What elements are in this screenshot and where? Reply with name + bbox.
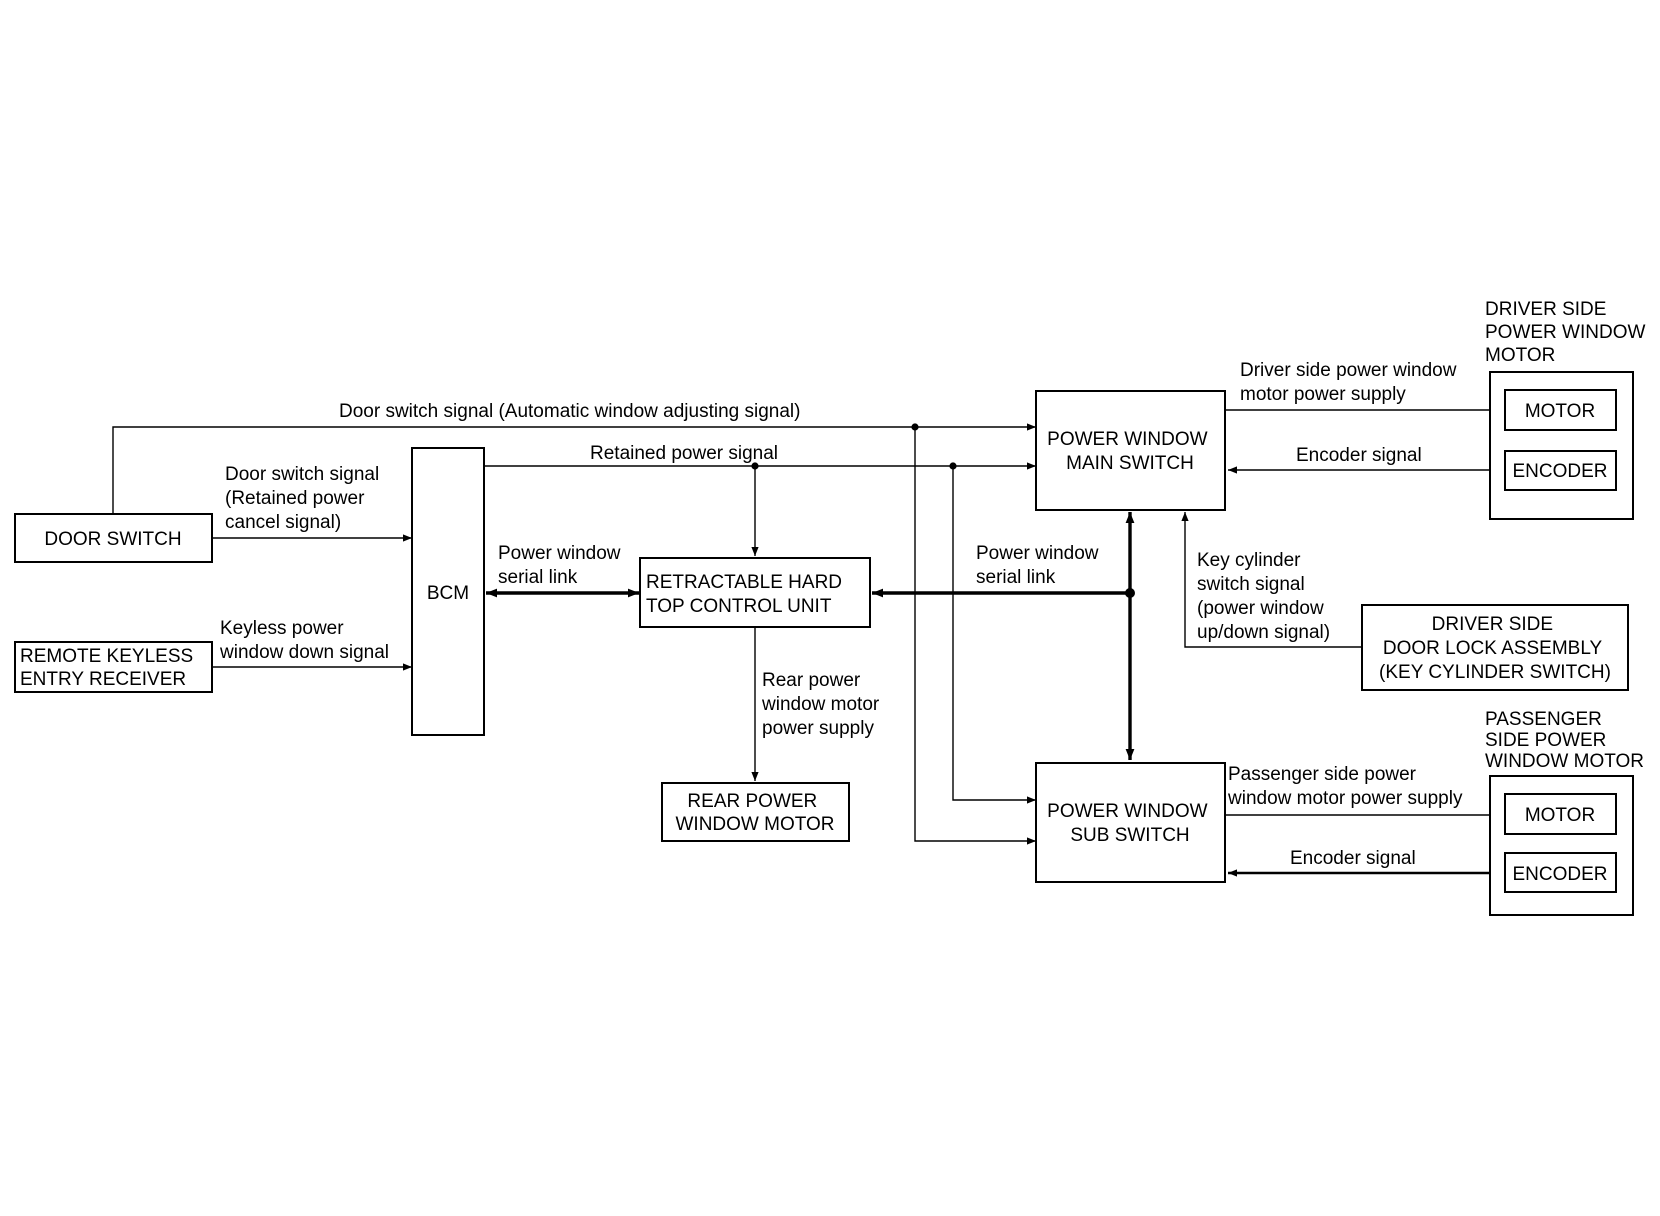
driver-side-door-lock-assembly-box: DRIVER SIDE DOOR LOCK ASSEMBLY (KEY CYLI… xyxy=(1361,604,1629,691)
remote-keyless-label: REMOTE KEYLESS ENTRY RECEIVER xyxy=(20,646,198,690)
bcm-box: BCM xyxy=(411,447,485,736)
line-key-cylinder xyxy=(1181,512,1361,648)
label-passenger-encoder-signal: Encoder signal xyxy=(1290,848,1416,869)
remote-keyless-entry-receiver-box: REMOTE KEYLESS ENTRY RECEIVER xyxy=(14,641,213,693)
label-key-cylinder: Key cylinder switch signal (power window… xyxy=(1197,550,1330,643)
signal-labels: Door switch signal (Automatic window adj… xyxy=(219,360,1463,869)
main-switch-label: POWER WINDOW MAIN SWITCH xyxy=(1047,429,1213,474)
power-window-sub-switch-box: POWER WINDOW SUB SWITCH xyxy=(1035,762,1226,883)
passenger-side-power-window-motor-group: PASSENGER SIDE POWER WINDOW MOTOR MOTOR … xyxy=(1485,709,1644,916)
label-rear-supply: Rear power window motor power supply xyxy=(761,670,885,739)
line-retained-to-sub xyxy=(952,466,1036,804)
rear-power-window-motor-box: REAR POWER WINDOW MOTOR xyxy=(661,782,850,842)
driver-motor-title: DRIVER SIDE POWER WINDOW MOTOR xyxy=(1485,299,1651,366)
passenger-motor-label: MOTOR xyxy=(1525,805,1595,826)
door-switch-box: DOOR SWITCH xyxy=(14,513,213,563)
retractable-label: RETRACTABLE HARD TOP CONTROL UNIT xyxy=(646,572,847,617)
label-retained-power: Retained power signal xyxy=(590,443,778,464)
driver-encoder-label: ENCODER xyxy=(1512,461,1607,482)
line-door-switch-auto-to-sub xyxy=(914,427,1036,845)
junction-dot xyxy=(949,462,957,470)
label-driver-supply: Driver side power window motor power sup… xyxy=(1240,360,1462,405)
line-door-switch-auto xyxy=(112,423,1036,513)
label-driver-encoder-signal: Encoder signal xyxy=(1296,445,1422,466)
passenger-encoder-box: ENCODER xyxy=(1504,852,1617,893)
driver-side-power-window-motor-group: DRIVER SIDE POWER WINDOW MOTOR MOTOR ENC… xyxy=(1485,299,1651,520)
label-serial-link-left: Power window serial link xyxy=(498,543,626,588)
door-lock-label: DRIVER SIDE DOOR LOCK ASSEMBLY (KEY CYLI… xyxy=(1379,614,1611,683)
bcm-label: BCM xyxy=(427,583,469,604)
driver-motor-label: MOTOR xyxy=(1525,401,1595,422)
power-window-main-switch-box: POWER WINDOW MAIN SWITCH xyxy=(1035,390,1226,511)
door-switch-label: DOOR SWITCH xyxy=(44,529,181,550)
label-passenger-supply: Passenger side power window motor power … xyxy=(1227,764,1463,809)
label-door-switch-retained: Door switch signal (Retained power cance… xyxy=(225,464,384,533)
passenger-motor-box: MOTOR xyxy=(1504,793,1617,835)
driver-motor-box: MOTOR xyxy=(1504,389,1617,431)
label-serial-link-right: Power window serial link xyxy=(976,543,1104,588)
sub-switch-label: POWER WINDOW SUB SWITCH xyxy=(1047,801,1213,846)
junction-dot xyxy=(751,462,759,470)
passenger-encoder-label: ENCODER xyxy=(1512,864,1607,885)
passenger-motor-title: PASSENGER SIDE POWER WINDOW MOTOR xyxy=(1485,709,1644,772)
label-door-switch-auto: Door switch signal (Automatic window adj… xyxy=(339,401,800,422)
driver-encoder-box: ENCODER xyxy=(1504,450,1617,491)
retractable-hard-top-control-unit-box: RETRACTABLE HARD TOP CONTROL UNIT xyxy=(639,557,871,628)
junction-dot xyxy=(1125,588,1135,598)
connections xyxy=(112,406,1505,877)
label-keyless-down: Keyless power window down signal xyxy=(219,618,389,663)
junction-dot xyxy=(911,423,919,431)
rear-motor-label: REAR POWER WINDOW MOTOR xyxy=(675,791,834,835)
